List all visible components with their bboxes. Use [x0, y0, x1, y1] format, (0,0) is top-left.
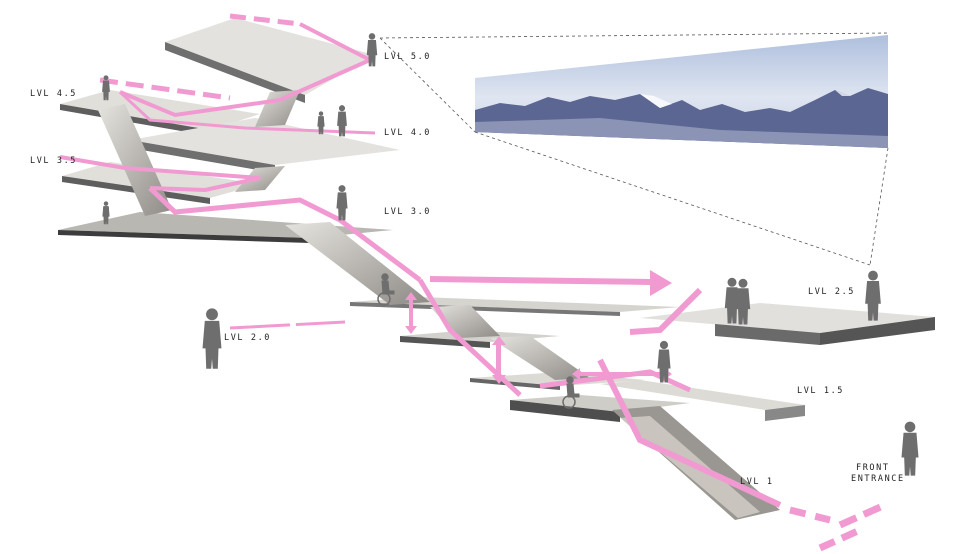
label-lvl-5-0: LVL 5.0 [384, 52, 431, 62]
label-lvl-2-0: LVL 2.0 [224, 333, 271, 343]
stair-2-5-2 [430, 305, 500, 338]
label-front-entrance-line1: FRONT [856, 463, 890, 473]
label-lvl-4-5: LVL 4.5 [30, 89, 77, 99]
label-lvl-2-5: LVL 2.5 [808, 287, 855, 297]
mountain-panorama-photo [475, 35, 888, 148]
person-figure [202, 308, 222, 369]
person-figure [336, 185, 348, 221]
slab-lvl-2-5 [640, 303, 935, 345]
stair-5-4 [255, 90, 300, 127]
label-lvl-1: LVL 1 [740, 477, 774, 487]
level-labels: LVL 5.0 LVL 4.5 LVL 4.0 LVL 3.5 LVL 3.0 … [30, 52, 905, 487]
label-lvl-3-5: LVL 3.5 [30, 156, 77, 166]
view-lines [379, 32, 889, 266]
slab-lvl-5-0 [165, 18, 375, 103]
label-lvl-4-0: LVL 4.0 [384, 128, 431, 138]
circulation-paths [59, 13, 887, 552]
stair-2-1-75 [490, 336, 590, 380]
label-front-entrance-line2: ENTRANCE [851, 474, 905, 484]
label-lvl-3-0: LVL 3.0 [384, 207, 431, 217]
person-figure [901, 421, 919, 476]
label-lvl-1-5: LVL 1.5 [797, 386, 844, 396]
slab-lvl-1-5 [510, 380, 805, 422]
arrow-right-icon [650, 270, 672, 296]
stair-3-2-5 [285, 222, 430, 305]
slab-lvl-4-0 [130, 118, 400, 173]
